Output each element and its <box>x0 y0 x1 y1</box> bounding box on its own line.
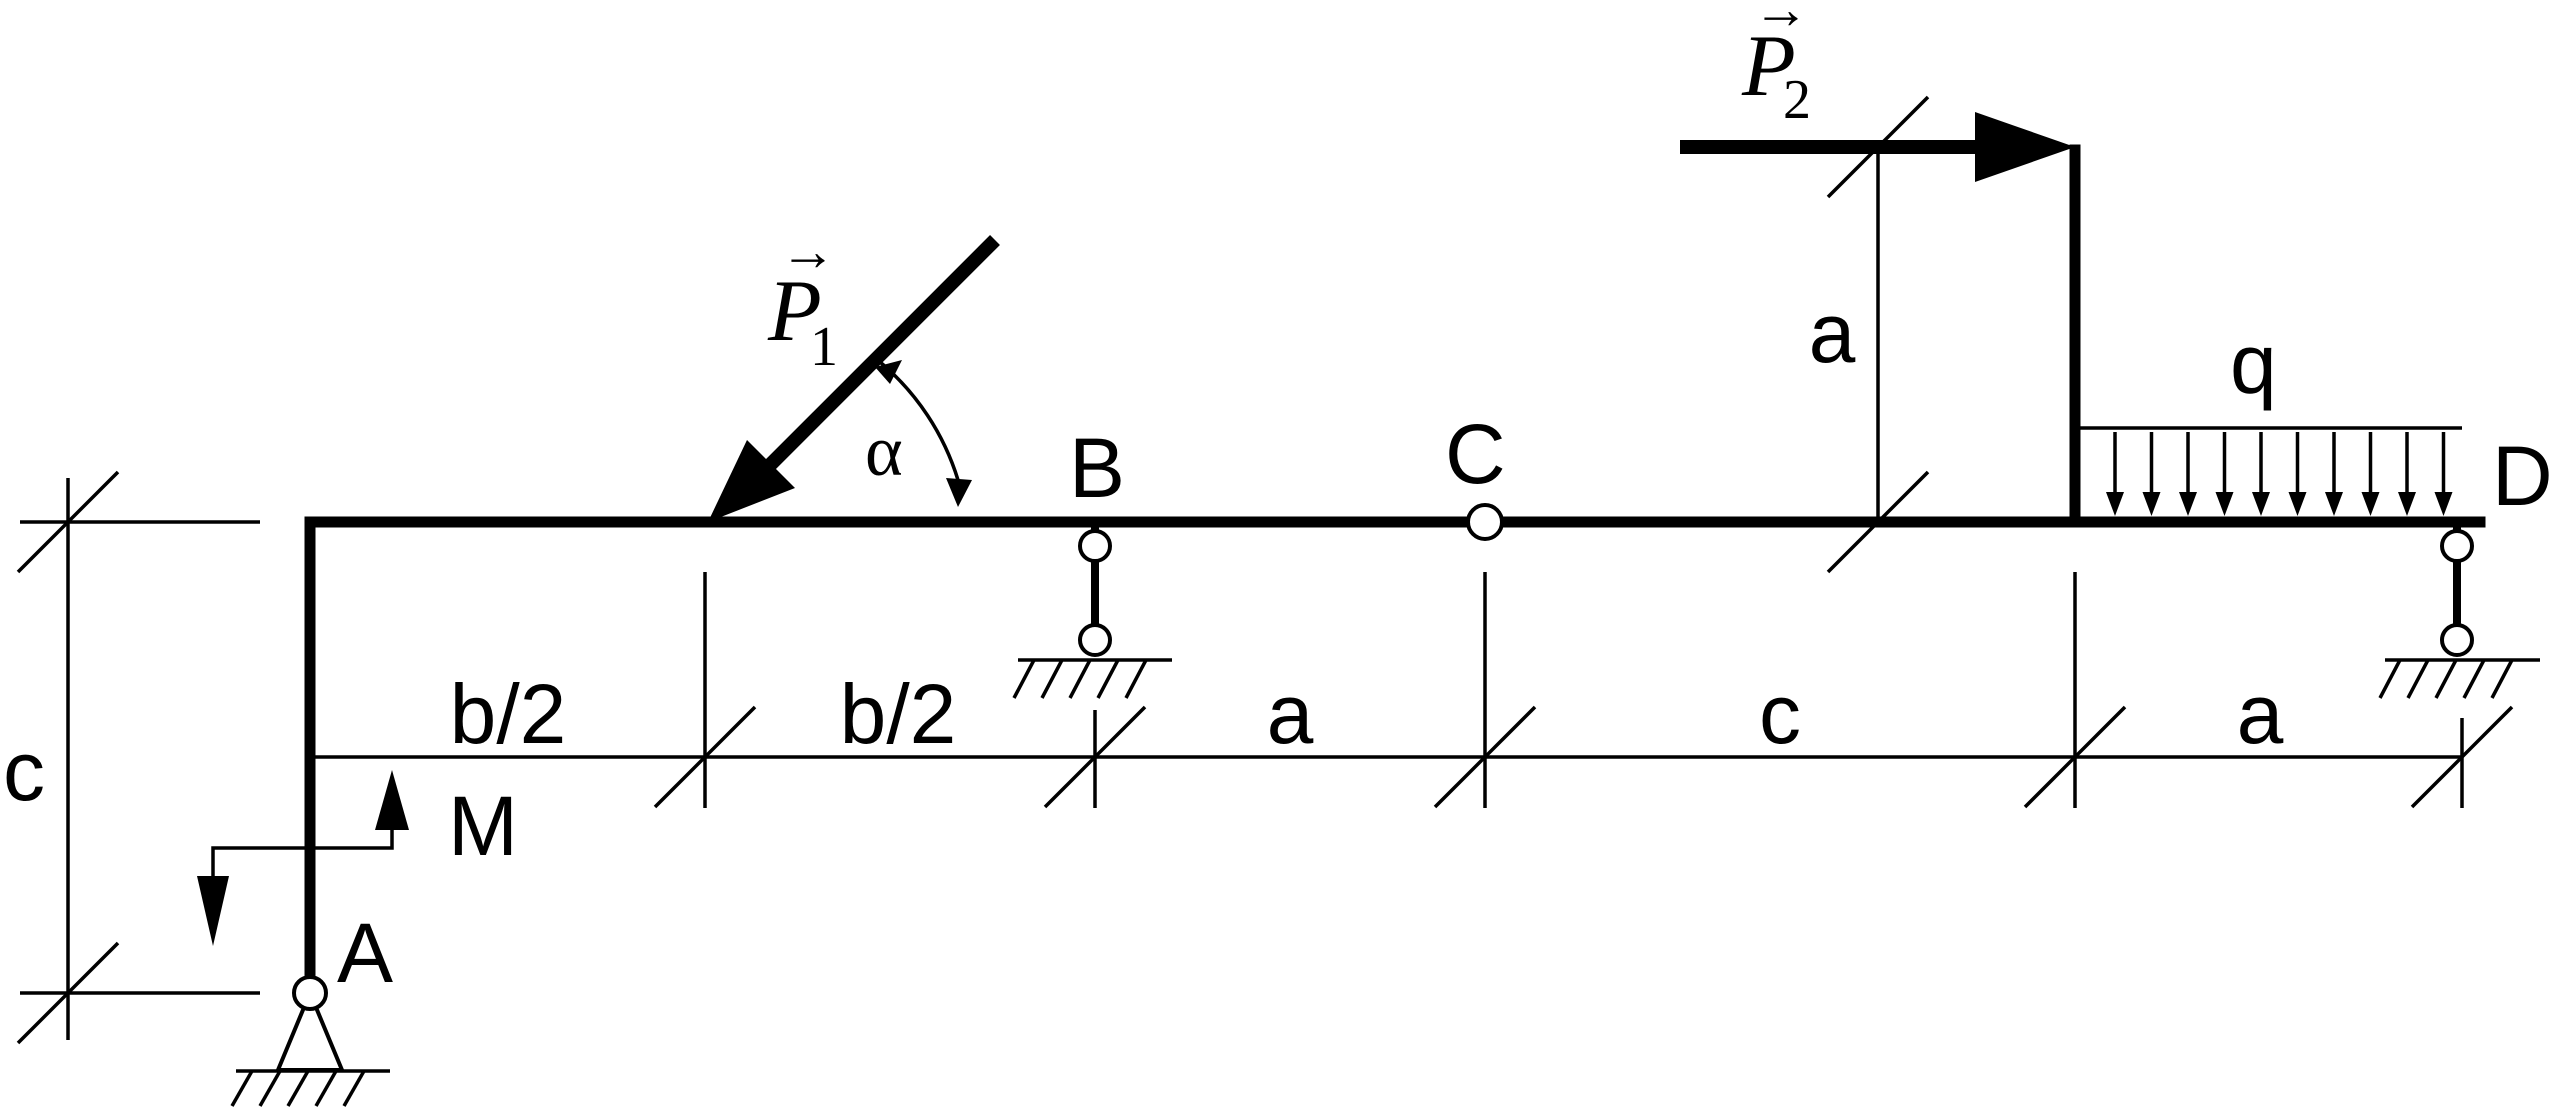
dim-a-1: a <box>1267 667 1314 761</box>
load-arrow-head <box>2142 492 2161 516</box>
label-b: B <box>1069 421 1125 515</box>
load-arrow-head <box>2179 492 2197 516</box>
moment-m-arrow <box>197 770 409 946</box>
frame-structure <box>304 144 2486 999</box>
angle-alpha-arc <box>875 360 972 507</box>
dimension-lines <box>16 95 2514 1045</box>
load-arrow-head <box>2288 492 2307 516</box>
labels: A B C D M q α P 1 → P 2 → b/2 b/2 a c a … <box>3 0 2553 1000</box>
load-arrow-head <box>2215 492 2234 516</box>
support-a <box>230 975 390 1107</box>
dim-b-half-1: b/2 <box>450 667 567 761</box>
distributed-load-q <box>2075 426 2462 516</box>
label-p2-subscript: 2 <box>1783 69 1811 131</box>
support-d <box>2378 522 2540 699</box>
label-c: C <box>1445 407 1506 501</box>
label-a: A <box>337 906 393 1000</box>
label-m: M <box>448 779 518 873</box>
label-q: q <box>2230 317 2277 411</box>
force-p1-arrow <box>708 235 1000 522</box>
load-arrow-head <box>2398 492 2416 516</box>
dim-b-half-2: b/2 <box>840 667 957 761</box>
hinge-c <box>1466 503 1504 541</box>
label-p1-vector-arrow: → <box>780 221 836 283</box>
dim-a-2: a <box>2237 667 2284 761</box>
dim-a-p2: a <box>1809 286 1856 380</box>
label-p2-vector-arrow: → <box>1753 0 1809 41</box>
support-b <box>1012 522 1172 699</box>
label-p1: P <box>767 263 822 360</box>
label-p2: P <box>1741 18 1796 115</box>
load-arrow-head <box>2252 492 2270 516</box>
label-p1-subscript: 1 <box>810 316 838 378</box>
force-p2-arrow <box>1680 112 2075 182</box>
dim-c-bottom: c <box>1759 667 1801 761</box>
label-alpha: α <box>865 411 903 491</box>
load-arrow-head <box>2361 492 2380 516</box>
dim-c-left: c <box>3 724 45 818</box>
load-arrow-head <box>2434 492 2453 516</box>
label-d: D <box>2492 429 2553 523</box>
load-arrow-head <box>2325 492 2343 516</box>
load-arrow-head <box>2106 492 2124 516</box>
